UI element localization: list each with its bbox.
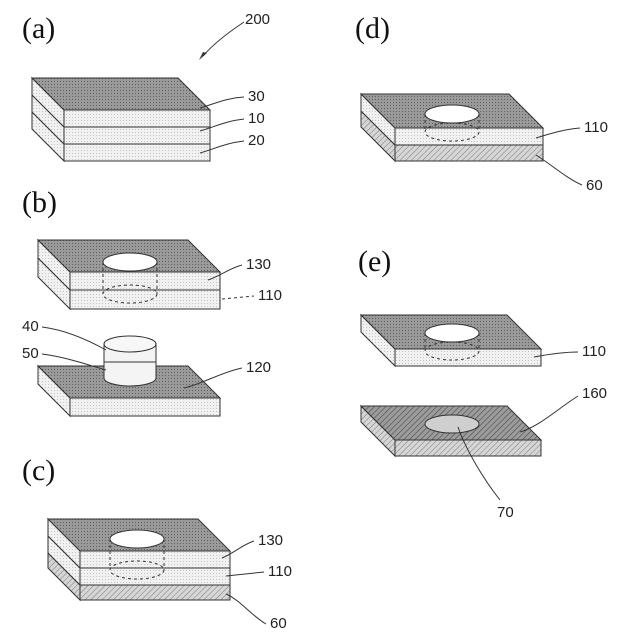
ref-160: 160 — [582, 385, 607, 402]
lead-110-b — [222, 296, 254, 299]
panel-label-a: (a) — [22, 12, 55, 45]
lead-110-c — [226, 572, 264, 576]
upper-stack-e — [361, 315, 541, 366]
lower-stack-e — [361, 406, 541, 456]
ref-10: 10 — [248, 110, 265, 127]
lead-60-c — [226, 594, 266, 624]
panel-label-c: (c) — [22, 454, 55, 487]
layer-110-front — [395, 349, 541, 366]
ref-20: 20 — [248, 132, 265, 149]
panel-label-b: (b) — [22, 186, 57, 219]
layer-110-front — [80, 568, 230, 585]
lead-200 — [203, 22, 244, 56]
ref-60-d: 60 — [586, 177, 603, 194]
ref-130-b: 130 — [246, 256, 271, 273]
ref-30: 30 — [248, 88, 265, 105]
ref-120: 120 — [246, 359, 271, 376]
lead-60-d — [536, 155, 582, 185]
through-hole-top — [103, 253, 157, 271]
panel-label-e: (e) — [358, 245, 391, 278]
layer-60-front — [80, 585, 230, 600]
layer-30-front — [64, 110, 210, 127]
layer-60-front — [395, 145, 543, 161]
ref-200: 200 — [245, 11, 270, 28]
through-hole-top — [425, 324, 479, 342]
ref-110-e: 110 — [582, 343, 606, 360]
layer-160-front — [395, 440, 541, 456]
pillar-40-top — [104, 336, 156, 352]
stack-c — [48, 519, 230, 600]
ref-40: 40 — [22, 318, 39, 335]
layer-130-front — [70, 272, 220, 290]
lower-stack-b — [38, 336, 220, 416]
panel-d: (d) 110 60 — [355, 12, 608, 194]
ref-110-b: 110 — [258, 287, 282, 304]
layer-20-front — [64, 144, 210, 161]
upper-stack-b — [38, 240, 220, 309]
layer-110-front — [70, 290, 220, 309]
stack-a — [32, 78, 210, 161]
lead-160 — [520, 396, 578, 432]
layer-30-top — [32, 78, 210, 110]
panel-label-d: (d) — [355, 12, 390, 45]
lead-30 — [200, 97, 244, 108]
ref-110-d: 110 — [584, 119, 608, 136]
disk-70 — [425, 415, 479, 433]
panel-c: (c) 130 110 60 — [22, 454, 292, 632]
ref-60-c: 60 — [270, 615, 287, 632]
through-hole-top — [110, 530, 164, 548]
panel-a: (a) 200 30 10 20 — [22, 11, 270, 161]
ref-50: 50 — [22, 345, 39, 362]
through-hole-top — [425, 105, 479, 123]
layer-10-front — [64, 127, 210, 144]
panel-b: (b) 130 110 40 50 120 — [22, 186, 282, 416]
ref-110-c: 110 — [268, 563, 292, 580]
arrowhead-200 — [199, 52, 207, 60]
ref-70: 70 — [497, 504, 514, 521]
layer-120-front — [70, 398, 220, 416]
panel-e: (e) 110 160 70 — [358, 245, 607, 521]
stack-d — [361, 94, 543, 161]
layer-110-front — [395, 128, 543, 145]
lead-40 — [42, 327, 106, 350]
ref-130-c: 130 — [258, 532, 283, 549]
layer-130-front — [80, 551, 230, 568]
